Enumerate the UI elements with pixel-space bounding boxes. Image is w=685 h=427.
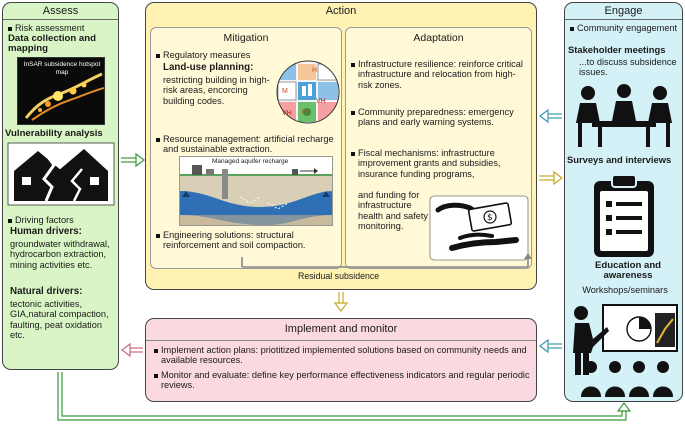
action-panel: Action Mitigation Regulatory measures La… bbox=[145, 2, 537, 290]
stakeholder-meetings-title: Stakeholder meetings bbox=[568, 44, 666, 55]
engage-to-implement-arrow bbox=[539, 338, 562, 354]
engage-panel: Engage Community engagement Stakeholder … bbox=[564, 2, 683, 402]
monitor-evaluate-text: Monitor and evaluate: define key perform… bbox=[161, 370, 530, 391]
implement-action-plans-text: Implement action plans: priotitized impl… bbox=[161, 345, 527, 366]
engineering-solutions-text: Engineering solutions: structural reinfo… bbox=[163, 230, 306, 251]
assess-panel: Assess Risk assessment Data collection a… bbox=[2, 2, 119, 370]
svg-text:$: $ bbox=[487, 213, 493, 223]
community-engagement-label: Community engagement bbox=[577, 23, 678, 33]
bullet bbox=[154, 349, 158, 353]
vulnerability-label: Vulnerability analysis bbox=[5, 128, 103, 139]
natural-drivers-text: tectonic activities, GIA,natural compact… bbox=[10, 299, 109, 341]
resource-management-text: Resource management: artificial recharge… bbox=[163, 134, 334, 155]
bullet bbox=[156, 138, 160, 142]
implement-panel: Implement and monitor Implement action p… bbox=[145, 318, 537, 402]
assess-title: Assess bbox=[3, 3, 118, 20]
bullet bbox=[156, 234, 160, 238]
fiscal-funding-text: and funding for infrastructure health an… bbox=[358, 190, 428, 232]
damaged-house-icon bbox=[7, 142, 115, 206]
stakeholder-meetings-text: ...to discuss subsidence issues. bbox=[579, 57, 677, 78]
workshop-presentation-icon bbox=[573, 304, 678, 397]
bullet bbox=[8, 27, 12, 31]
community-preparedness-text: Community preparedness: emergency plans … bbox=[358, 107, 514, 128]
aquifer-recharge-label: Managed aquifer recharge bbox=[212, 158, 289, 165]
implement-title: Implement and monitor bbox=[284, 323, 398, 335]
risk-assessment-label: Risk assessment bbox=[15, 23, 85, 33]
action-title: Action bbox=[325, 5, 357, 17]
engage-to-action-arrow bbox=[539, 108, 562, 124]
money-hand-icon: $ bbox=[429, 195, 529, 261]
zone-label-m: M bbox=[282, 88, 288, 95]
insar-map-image: InSAR subsidence hotspot map bbox=[17, 57, 105, 125]
bullet bbox=[8, 219, 12, 223]
fiscal-mechanisms-text: Fiscal mechanisms: infrastructure improv… bbox=[358, 148, 501, 179]
insar-map-label: InSAR subsidence hotspot map bbox=[23, 61, 101, 76]
driving-factors-label: Driving factors bbox=[15, 215, 74, 225]
regulatory-label: Regulatory measures bbox=[163, 50, 251, 60]
land-use-title: Land-use planning: bbox=[163, 62, 254, 73]
land-use-text: restricting building in high-risk areas,… bbox=[163, 75, 270, 106]
assess-to-action-arrow bbox=[121, 152, 145, 168]
residual-subsidence-connector bbox=[241, 253, 532, 268]
zone-label-h: H bbox=[302, 109, 308, 116]
implement-to-assess-arrow bbox=[121, 342, 143, 358]
bullet bbox=[570, 27, 574, 31]
aquifer-recharge-diagram: Managed aquifer recharge bbox=[179, 156, 333, 226]
data-collection-label: Data collection and mapping bbox=[8, 33, 96, 55]
bullet bbox=[351, 63, 355, 67]
bullet bbox=[154, 374, 158, 378]
clipboard-icon bbox=[594, 174, 654, 257]
meeting-people-icon bbox=[576, 84, 672, 147]
bullet bbox=[351, 111, 355, 115]
surveys-interviews-label: Surveys and interviews bbox=[567, 154, 672, 165]
aquifer-graphic bbox=[180, 165, 332, 225]
zone-label-h: H bbox=[312, 67, 318, 74]
bullet bbox=[351, 152, 355, 156]
workshops-label: Workshops/seminars bbox=[582, 285, 668, 295]
mitigation-panel: Mitigation Regulatory measures Land-use … bbox=[150, 27, 342, 269]
engage-title: Engage bbox=[565, 3, 682, 20]
land-use-zoning-icon bbox=[276, 60, 340, 124]
action-to-engage-arrow bbox=[539, 170, 563, 186]
human-drivers-title: Human drivers: bbox=[10, 226, 82, 237]
adaptation-panel: Adaptation Infrastructure resilience: re… bbox=[345, 27, 532, 269]
natural-drivers-title: Natural drivers: bbox=[10, 286, 83, 297]
zone-label-vh: VH bbox=[282, 110, 292, 117]
bullet bbox=[156, 54, 160, 58]
infrastructure-resilience-text: Infrastructure resilience: reinforce cri… bbox=[358, 59, 523, 90]
insar-hotspot-graphic bbox=[24, 72, 104, 121]
mitigation-title: Mitigation bbox=[223, 32, 269, 44]
human-drivers-text: groundwater withdrawal, hydrocarbon extr… bbox=[10, 239, 110, 270]
residual-subsidence-label: Residual subsidence bbox=[298, 271, 380, 281]
zone-label-vh: VH bbox=[316, 98, 326, 105]
divider bbox=[146, 340, 536, 341]
education-awareness-title: Education and awareness bbox=[594, 260, 662, 282]
adaptation-title: Adaptation bbox=[413, 32, 464, 44]
action-to-implement-arrow bbox=[333, 292, 349, 312]
